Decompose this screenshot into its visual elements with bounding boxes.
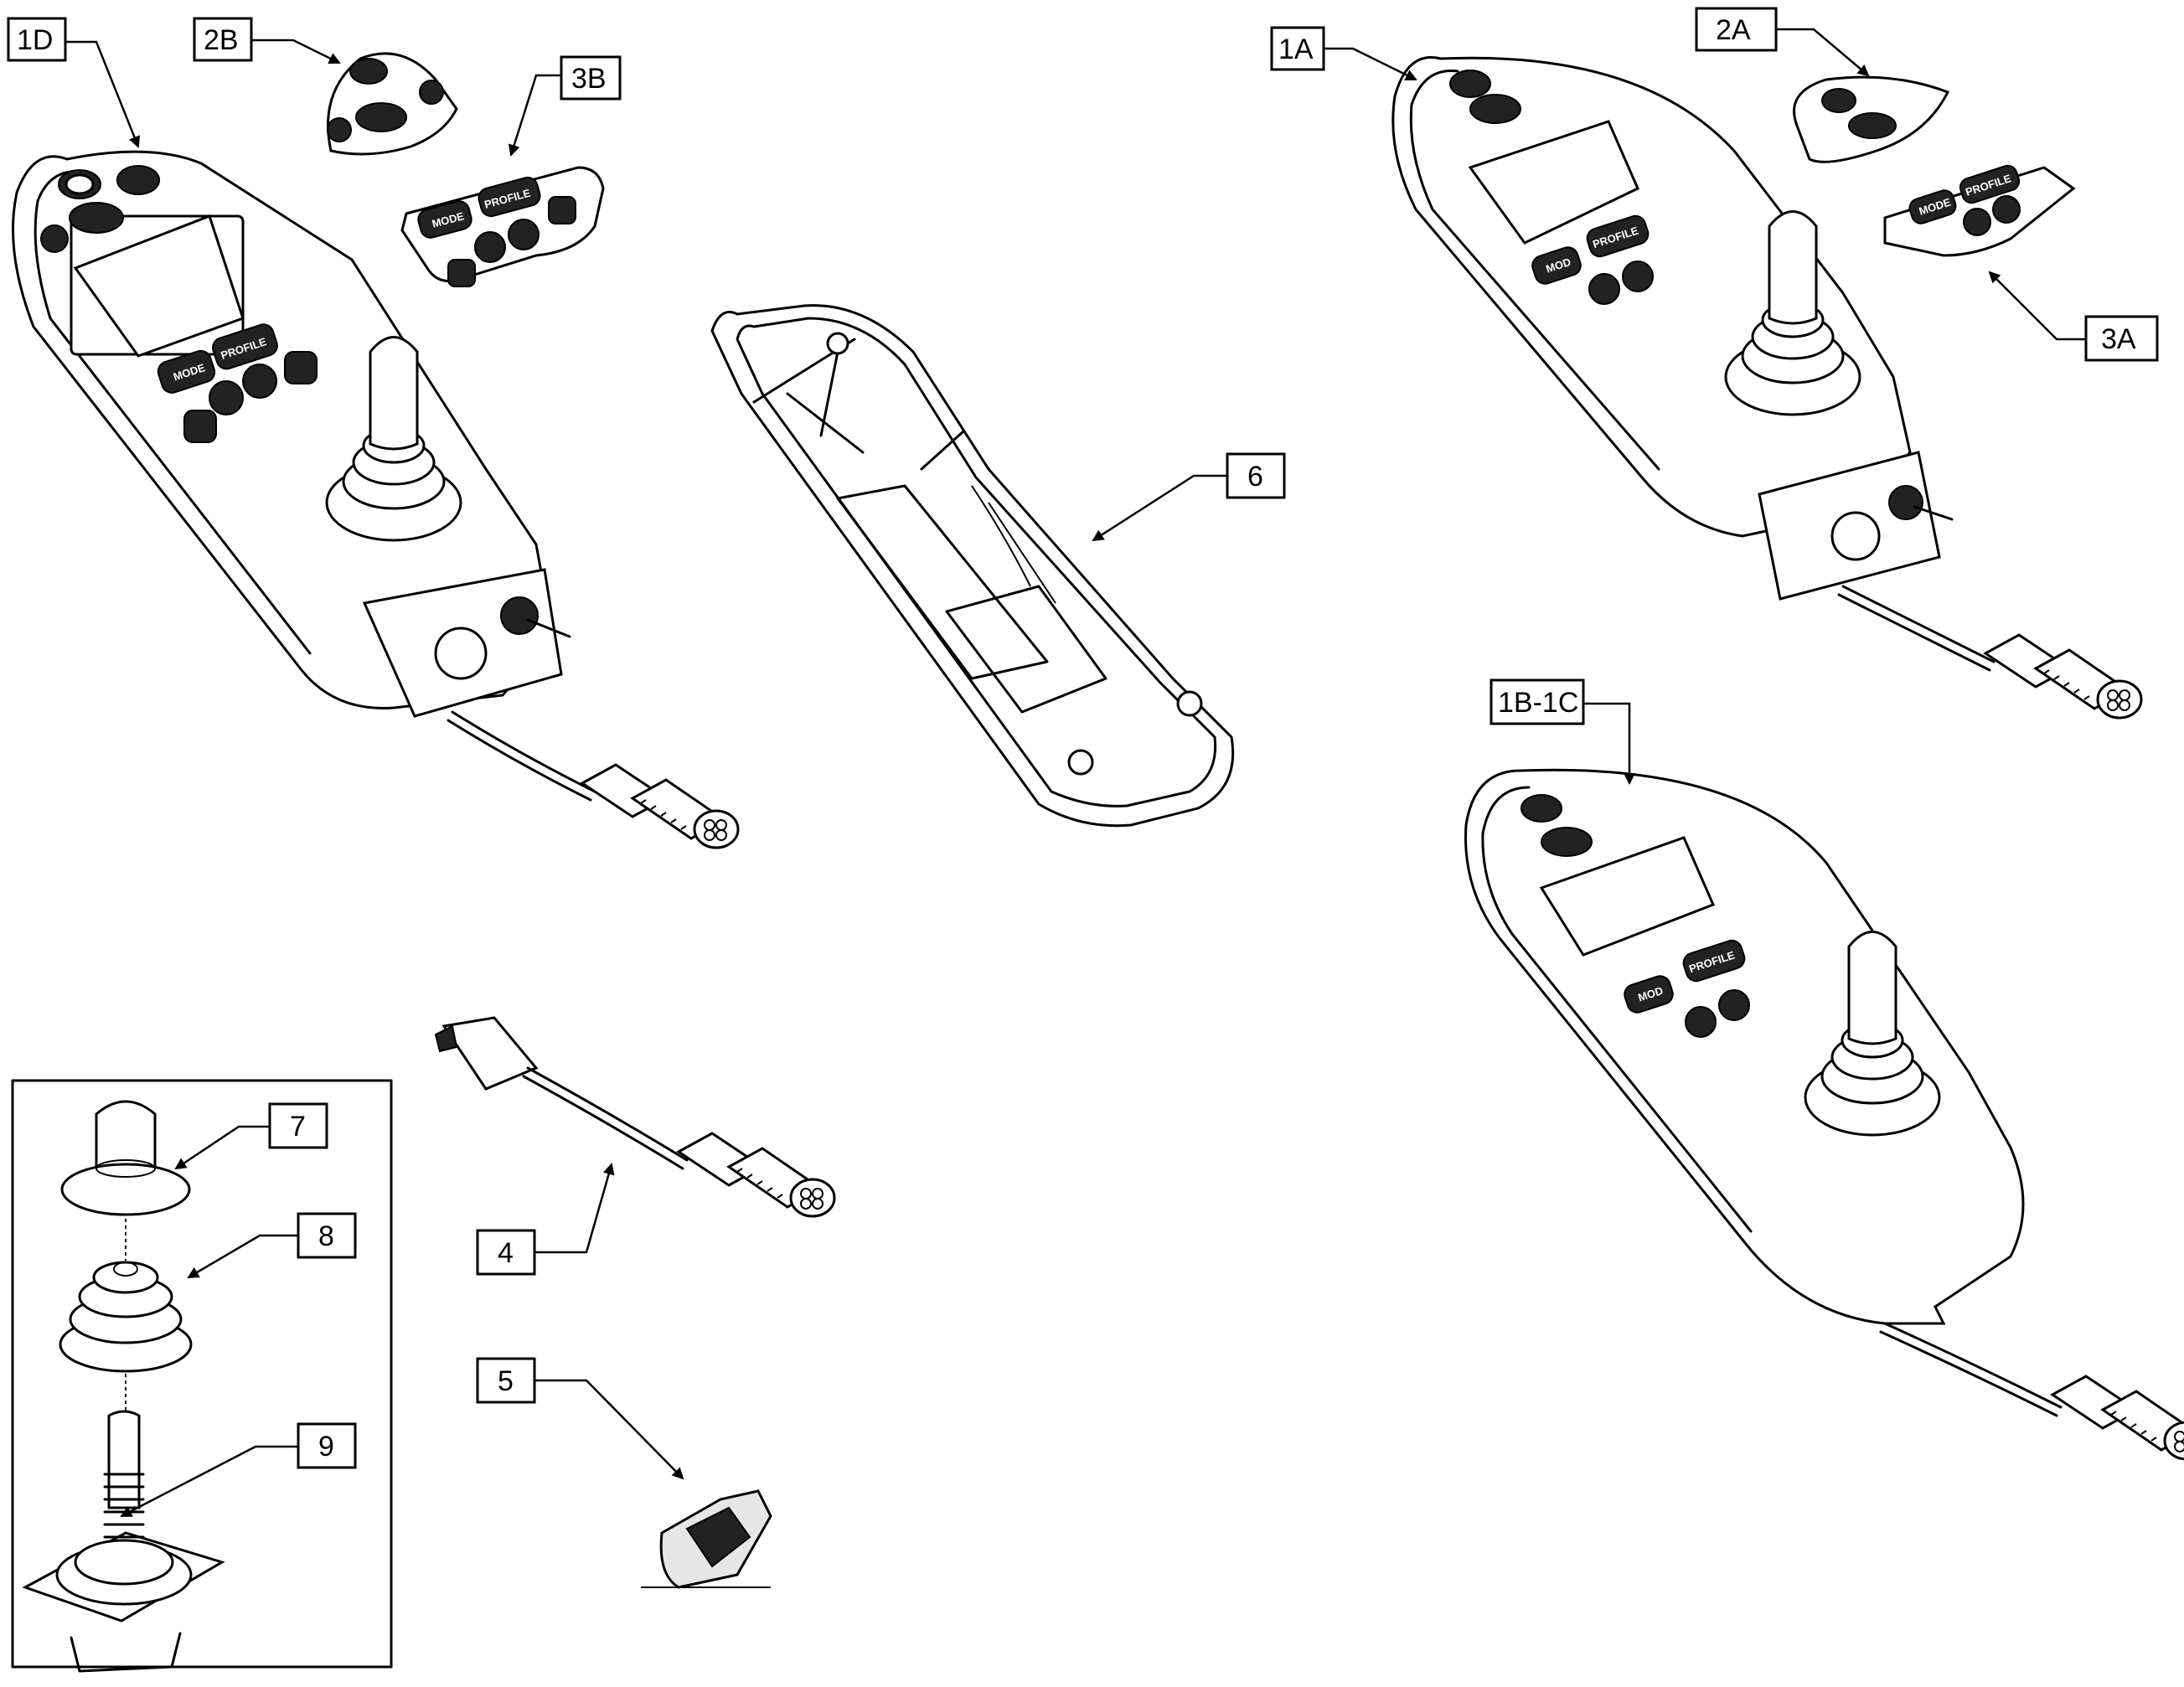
callout-7: 7 [268, 1102, 328, 1149]
overlay-3a: MODE PROFILE [1883, 164, 2076, 257]
callout-1d-label: 1D [17, 24, 53, 56]
callout-4: 4 [476, 1229, 536, 1276]
callout-2b-label: 2B [204, 24, 239, 56]
callout-6: 6 [1226, 452, 1286, 499]
callout-4-label: 4 [498, 1237, 514, 1269]
controller-1d: MODE PROFILE [12, 150, 740, 849]
callout-3A: 3A [2084, 315, 2159, 362]
knob-7 [60, 1100, 191, 1216]
callout-3a-label: 3A [2101, 323, 2136, 355]
callout-7-label: 7 [290, 1111, 306, 1143]
overlay-2b [327, 52, 458, 156]
callout-2a-label: 2A [1716, 14, 1751, 46]
joystick-kit-frame [11, 1079, 393, 1669]
callout-2A: 2A [1695, 7, 1778, 52]
callout-5: 5 [476, 1357, 536, 1404]
callout-1A: 1A [1270, 26, 1325, 71]
gimbal-9 [22, 1410, 225, 1673]
overlay-3b: MODE PROFILE [400, 166, 605, 287]
callout-1b-1c-label: 1B-1C [1498, 687, 1578, 719]
housing-6 [710, 304, 1235, 828]
gaiter-8 [59, 1261, 193, 1373]
callout-1a-label: 1A [1278, 34, 1314, 65]
clip-5 [641, 1489, 772, 1589]
controller-1b-1c: MOD PROFILE [1464, 768, 2184, 1461]
callout-8-label: 8 [318, 1220, 334, 1252]
callout-3b-label: 3B [571, 63, 607, 95]
overlay-2a [1793, 75, 1950, 163]
cable-4 [434, 1016, 836, 1218]
controller-1d-keypad: MODE PROFILE [157, 323, 318, 443]
callout-9-label: 9 [318, 1431, 334, 1463]
leader-lines [65, 28, 2086, 1518]
callout-2B: 2B [193, 17, 253, 62]
callout-5-label: 5 [498, 1365, 514, 1397]
callout-9: 9 [297, 1422, 357, 1469]
callout-1B-1C: 1B-1C [1490, 678, 1585, 725]
callout-3B: 3B [560, 55, 622, 101]
controller-1a: MOD PROFILE [1391, 56, 2143, 720]
callout-8: 8 [297, 1212, 357, 1259]
callout-6-label: 6 [1247, 461, 1263, 493]
callout-1D: 1D [7, 17, 67, 62]
